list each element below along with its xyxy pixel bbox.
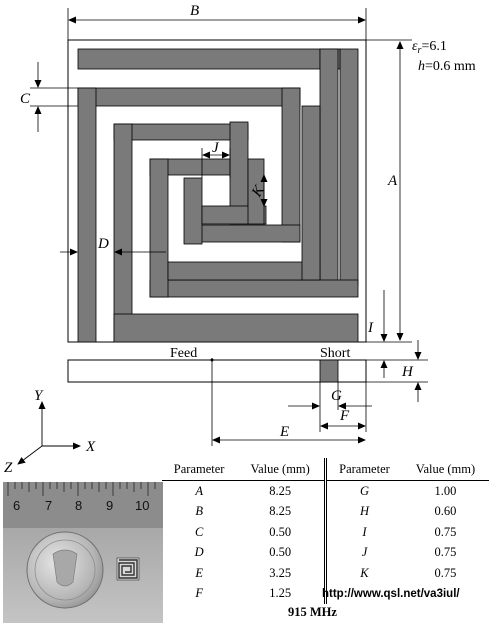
dim-F — [320, 382, 367, 432]
dim-A-label: A — [387, 173, 398, 189]
header-parameter-1: Parameter — [162, 458, 237, 481]
table-cell: 0.75 — [434, 545, 457, 560]
table-row: B 8.25 H 0.60 — [162, 501, 489, 522]
dim-I — [366, 290, 392, 378]
short-label: Short — [320, 346, 350, 361]
table-cell: E — [195, 565, 203, 580]
table-row: F 1.25 — [162, 583, 489, 604]
table-header: Parameter Value (mm) Parameter Value (mm… — [162, 458, 489, 481]
dim-H-label: H — [401, 364, 414, 380]
substrate-eps: εr=6.1 — [412, 39, 447, 56]
coordinate-axes — [17, 401, 81, 465]
table-cell: 1.25 — [269, 586, 292, 601]
antenna-photo: 6 7 8 9 10 — [3, 482, 163, 623]
table-row: E 3.25 K 0.75 — [162, 563, 489, 584]
dim-G-label: G — [331, 388, 342, 404]
table-cell: G — [323, 480, 402, 502]
table-row: A 8.25 G 1.00 — [162, 480, 489, 502]
spiral-metal — [77, 48, 359, 343]
dim-J-label: J — [212, 140, 220, 156]
dim-J — [201, 148, 231, 178]
table-cell — [323, 583, 402, 604]
table-cell: 0.50 — [269, 545, 292, 560]
dim-F-label: F — [339, 408, 350, 424]
header-value-2: Value (mm) — [401, 458, 489, 481]
table-cell: 0.60 — [434, 504, 457, 519]
table-cell: 1.00 — [434, 483, 457, 498]
table-cell: B — [195, 504, 203, 519]
table-cell: F — [195, 586, 203, 601]
short-pad — [319, 359, 339, 383]
ruler — [3, 482, 163, 528]
dim-H — [366, 340, 428, 402]
table-cell: K — [323, 563, 402, 584]
ruler-tick-6: 6 — [13, 498, 20, 513]
dim-B-label: B — [190, 3, 199, 19]
table-row: D 0.50 J 0.75 — [162, 542, 489, 563]
table-cell: 8.25 — [269, 504, 292, 519]
table-cell: 3.25 — [269, 565, 292, 580]
table-cell: H — [323, 501, 402, 522]
axis-y-label: Y — [34, 388, 44, 404]
dim-E-label: E — [279, 424, 289, 440]
table-cell: J — [323, 542, 402, 563]
table-cell: C — [194, 524, 204, 539]
table-cell: 0.75 — [434, 565, 457, 580]
feed-point — [210, 358, 214, 362]
ruler-tick-7: 7 — [45, 498, 52, 513]
feed-label: Feed — [170, 346, 197, 361]
dim-C — [30, 62, 78, 132]
antenna-photo-drawing: 6 7 8 9 10 — [3, 482, 163, 623]
frequency-label: 915 MHz — [288, 605, 337, 619]
table-cell: 0.50 — [269, 524, 292, 539]
table-cell: I — [323, 522, 402, 543]
antenna-chip — [116, 557, 140, 581]
dim-B — [67, 8, 367, 40]
source-url: http://www.qsl.net/va3iul/ — [322, 588, 460, 600]
substrate-h: h=0.6 mm — [418, 59, 476, 74]
dim-G — [288, 382, 372, 432]
dim-I-label: I — [367, 320, 374, 336]
ground-strip — [67, 359, 367, 383]
table-row: C 0.50 I 0.75 — [162, 522, 489, 543]
dim-C-label: C — [20, 91, 31, 107]
ruler-tick-10: 10 — [135, 498, 149, 513]
table-cell: A — [195, 483, 203, 498]
table-cell: D — [194, 545, 204, 560]
header-parameter-2: Parameter — [323, 458, 402, 481]
ruler-tick-9: 9 — [106, 498, 113, 513]
table-cell: 8.25 — [269, 483, 292, 498]
axis-z-label: Z — [4, 460, 13, 476]
dim-A — [366, 39, 412, 343]
table-cell: 0.75 — [434, 524, 457, 539]
ruler-tick-8: 8 — [75, 498, 82, 513]
dim-E — [211, 382, 366, 446]
parameter-table: Parameter Value (mm) Parameter Value (mm… — [162, 458, 489, 604]
dim-D-label: D — [97, 236, 109, 252]
axis-x-label: X — [85, 439, 96, 455]
header-value-1: Value (mm) — [236, 458, 326, 481]
